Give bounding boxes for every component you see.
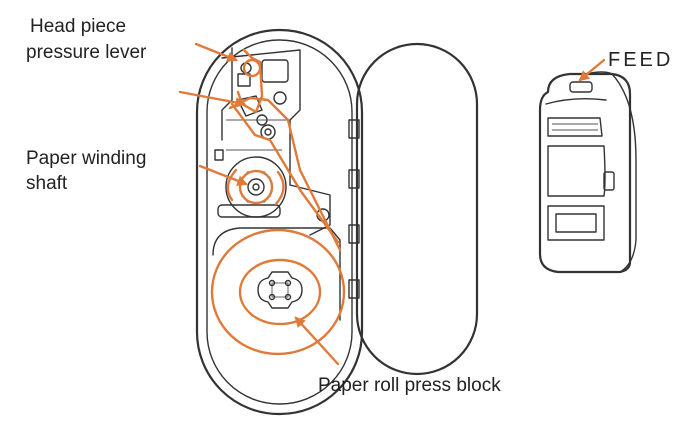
feed-button-icon bbox=[569, 81, 593, 93]
printer-body bbox=[195, 28, 364, 416]
winding-shaft-label-2: shaft bbox=[26, 173, 68, 194]
paper-path-highlight bbox=[210, 48, 346, 356]
press-block-label: Paper roll press block bbox=[318, 375, 501, 396]
printer-lid bbox=[348, 42, 479, 376]
paper-roll-compartment bbox=[212, 227, 341, 325]
head-lever-label-2: pressure lever bbox=[26, 42, 147, 63]
feed-label: FEED bbox=[608, 49, 673, 71]
arrow-icon bbox=[178, 42, 606, 366]
winding-shaft-label-1: Paper winding bbox=[26, 148, 146, 169]
head-lever-label-1: Head piece bbox=[30, 16, 126, 37]
closed-printer bbox=[538, 71, 637, 274]
